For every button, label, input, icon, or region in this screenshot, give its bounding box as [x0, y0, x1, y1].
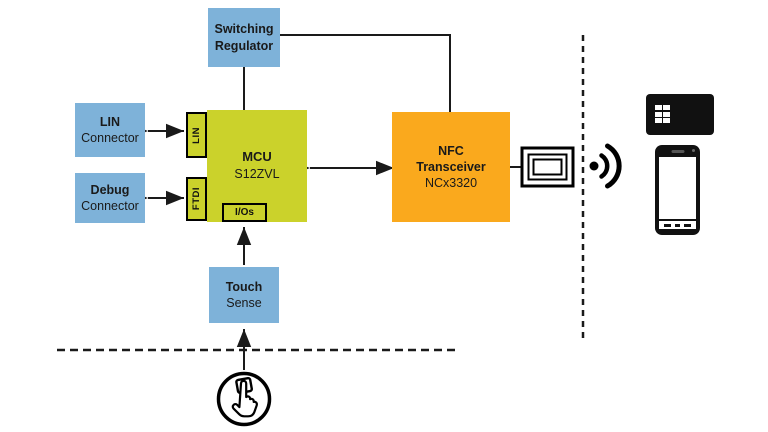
- nfc-card-icon: [646, 94, 714, 135]
- block-lin-connector: LIN Connector: [75, 103, 145, 157]
- mcu-port-ftdi: FTDI: [186, 177, 207, 221]
- block-label: LIN: [99, 114, 121, 129]
- rf-signal-icon: [589, 143, 622, 189]
- phone-navbar: [659, 221, 696, 229]
- block-label: Switching: [214, 22, 274, 37]
- block-label: Regulator: [214, 38, 274, 53]
- block-switching-regulator: Switching Regulator: [208, 8, 280, 67]
- touch-gesture-icon: [216, 371, 272, 427]
- port-label: LIN: [191, 126, 202, 144]
- mcu-port-lin: LIN: [186, 112, 207, 158]
- block-title: MCU: [242, 149, 272, 165]
- port-label: I/Os: [235, 207, 254, 218]
- block-label: Touch: [225, 279, 263, 294]
- phone-camera: [692, 149, 695, 152]
- block-subtitle: NCx3320: [424, 176, 478, 191]
- port-label: FTDI: [191, 187, 202, 211]
- block-subtitle: S12ZVL: [234, 167, 280, 182]
- mcu-port-ios: I/Os: [222, 203, 267, 222]
- connector-regulator-to-nfc: [280, 34, 451, 113]
- card-chip-icon: [655, 105, 670, 123]
- antenna-coil-icon: [520, 146, 575, 188]
- block-nfc-transceiver: NFC Transceiver NCx3320: [392, 112, 510, 222]
- block-label: Sense: [226, 296, 262, 310]
- phone-speaker: [671, 150, 684, 153]
- block-label: NFC: [438, 143, 464, 158]
- block-label: Connector: [81, 199, 139, 213]
- phone-screen: [659, 157, 696, 219]
- block-label: Transceiver: [416, 159, 486, 174]
- block-touch-sense: Touch Sense: [209, 267, 279, 323]
- block-debug-connector: Debug Connector: [75, 173, 145, 223]
- block-label: Debug: [90, 182, 130, 197]
- block-label: Connector: [81, 131, 139, 145]
- smartphone-icon: [655, 145, 700, 235]
